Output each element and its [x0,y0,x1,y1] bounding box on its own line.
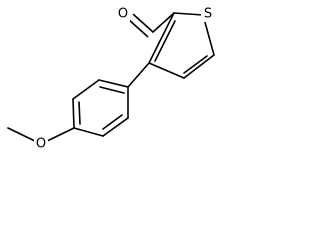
biaryl-bond [127,62,150,88]
thiophene-c2-s-bond [173,12,204,16]
thiophene-c5-c4-bond [183,54,215,79]
carbonyl-oxygen-bg [116,6,130,22]
thiophene-c5-c4-inner-bond [183,55,208,74]
thiophene-sulfur-bg [201,6,215,22]
benzene-inner-bond-5 [102,114,123,130]
aldehyde-c-o-double-bond-2 [127,18,149,38]
benzene-bond-1 [98,79,129,88]
aldehyde-c-o-double-bond-1 [132,13,154,33]
thiophene-sulfur-label: S [204,7,212,22]
benzene-bond-3 [72,98,75,129]
benzene-inner-bond-1 [99,86,125,94]
benzene-bond-2 [72,79,100,100]
benzene-inner-bond-3 [78,101,81,125]
thiophene-c3-c2-bond [148,12,175,64]
aldehyde-c-c-bond [152,12,175,33]
structure-diagram: O S O [7,6,215,152]
ether-oxygen-label: O [36,137,46,152]
thiophene-c3-c2-inner-bond [154,20,176,62]
benzene-bond-4 [73,127,104,137]
benzene-bond-5 [102,117,129,137]
ether-oxygen-bg [34,136,48,152]
thiophene-c4-c3-bond [148,62,185,79]
carbonyl-oxygen-label: O [118,7,128,22]
